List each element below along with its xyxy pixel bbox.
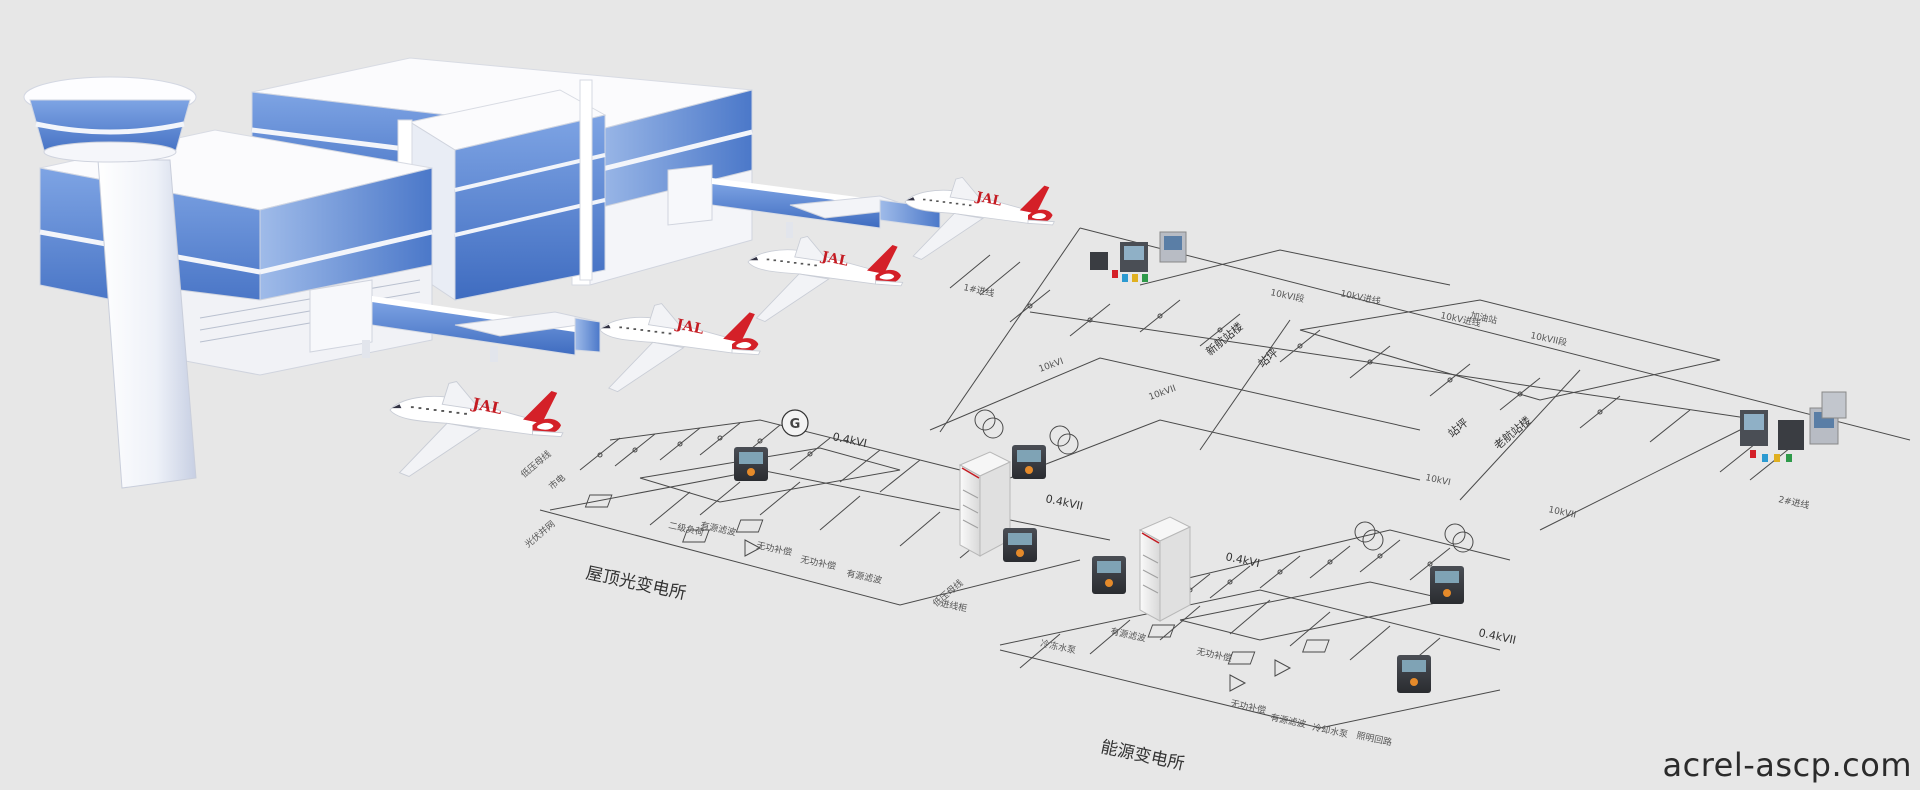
jet-bridge-lower: [309, 279, 601, 362]
label-filter2: 有源滤波: [845, 567, 883, 586]
bus-pv-outer: [539, 509, 1081, 606]
label-pv-feed: 光伏并网: [522, 518, 557, 550]
control-tower: [23, 76, 197, 489]
label-grid-feed: 市电: [546, 472, 568, 493]
power-meter-6: [1397, 655, 1431, 693]
label-hall2: 站坪: [1445, 415, 1471, 440]
label-bus-left: 低压母线: [518, 448, 553, 480]
label-lighting: 照明回路: [1355, 729, 1393, 748]
label-exit-b: 2#进线: [1777, 493, 1810, 511]
watermark: acrel-ascp.com: [1662, 746, 1912, 784]
switch-cabinet-2: [1138, 516, 1192, 622]
label-filter3: 有源滤波: [1109, 625, 1147, 644]
bus-feed-diag-4: [1539, 419, 1761, 531]
bus-10kv-mid: [1029, 311, 1761, 421]
bus-10kv-i: [929, 357, 1421, 431]
label-v10-ii: 10kVII: [1148, 384, 1178, 403]
bus-feed-diag-1: [939, 227, 1081, 433]
label-reactive-comp4: 无功补偿: [1229, 697, 1267, 716]
power-meter-1: [734, 447, 768, 481]
label-solar-substation: 屋顶光变电所: [584, 563, 688, 604]
bus-pv-rect: [639, 447, 901, 503]
bus-10kv-ii: [1009, 419, 1421, 481]
bus-04kv-e-i: [1179, 529, 1511, 581]
label-v04-iv: 0.4kVII: [1477, 626, 1517, 647]
bus-feed-diag-3: [1459, 369, 1581, 501]
bus-feed-diag-2: [1199, 319, 1291, 451]
label-cooling-pump: 冷却水泵: [1311, 721, 1349, 740]
equipment-boxes: [584, 494, 1330, 692]
label-v04-ii: 0.4kVII: [1044, 492, 1084, 513]
generator-symbol: [781, 409, 809, 437]
monitoring-devices: [734, 231, 1847, 693]
airplane-2: [747, 236, 904, 322]
label-harmonic-filter: 有源滤波: [699, 519, 737, 538]
monitoring-station-right: [1740, 391, 1847, 462]
label-hall: 站坪: [1255, 345, 1281, 370]
generator-label: G: [790, 417, 801, 432]
power-meter-5: [1430, 566, 1464, 604]
bus-e-outer: [999, 649, 1501, 729]
label-v04-iii: 0.4kVI: [1224, 550, 1261, 570]
power-meter-2: [1012, 445, 1046, 479]
label-exit-a: 1#进线: [962, 281, 995, 299]
bus-10kv-top: [1079, 227, 1911, 441]
power-meter-4: [1092, 556, 1126, 594]
label-old-terminal: 老航站楼: [1491, 413, 1534, 452]
label-v10-i: 10kVI: [1038, 357, 1065, 375]
bus-e-rect: [1179, 581, 1451, 641]
airplane-3: [599, 303, 761, 393]
bus-terminal-inner: [1139, 249, 1451, 286]
label-v10-iii: 10kVI: [1424, 473, 1451, 488]
label-line-a: 10kV进线: [1339, 287, 1381, 307]
label-reactive-comp2: 无功补偿: [799, 553, 837, 572]
monitoring-station-top: [1090, 231, 1187, 282]
label-chiller-pump: 冷冻水泵: [1039, 637, 1077, 656]
label-filter4: 有源滤波: [1269, 711, 1307, 730]
bus-04kv-e-ii: [999, 589, 1501, 651]
switch-symbols: [597, 303, 1603, 593]
terminal-complex: [23, 57, 753, 489]
label-v04-i: 0.4kVI: [831, 430, 868, 450]
switch-cabinet-1: [958, 451, 1012, 557]
label-energy-substation: 能源变电所: [1099, 737, 1186, 774]
label-v10-top-ii: 10kVII段: [1529, 329, 1568, 348]
transformers: [974, 409, 1474, 553]
jet-bridges: [309, 164, 941, 362]
bus-04kv-pv-i: [609, 419, 961, 471]
label-v10-top-i: 10kVI段: [1269, 286, 1305, 305]
bus-terminal-box: [1299, 299, 1721, 401]
label-reactive-comp: 无功补偿: [755, 539, 793, 558]
single-line-wiring: [539, 227, 1911, 729]
label-incoming: 进线柜: [939, 597, 968, 614]
power-meter-3: [1003, 528, 1037, 562]
label-reactive-comp3: 无功补偿: [1195, 645, 1233, 664]
branch-feeders: [579, 254, 1791, 673]
